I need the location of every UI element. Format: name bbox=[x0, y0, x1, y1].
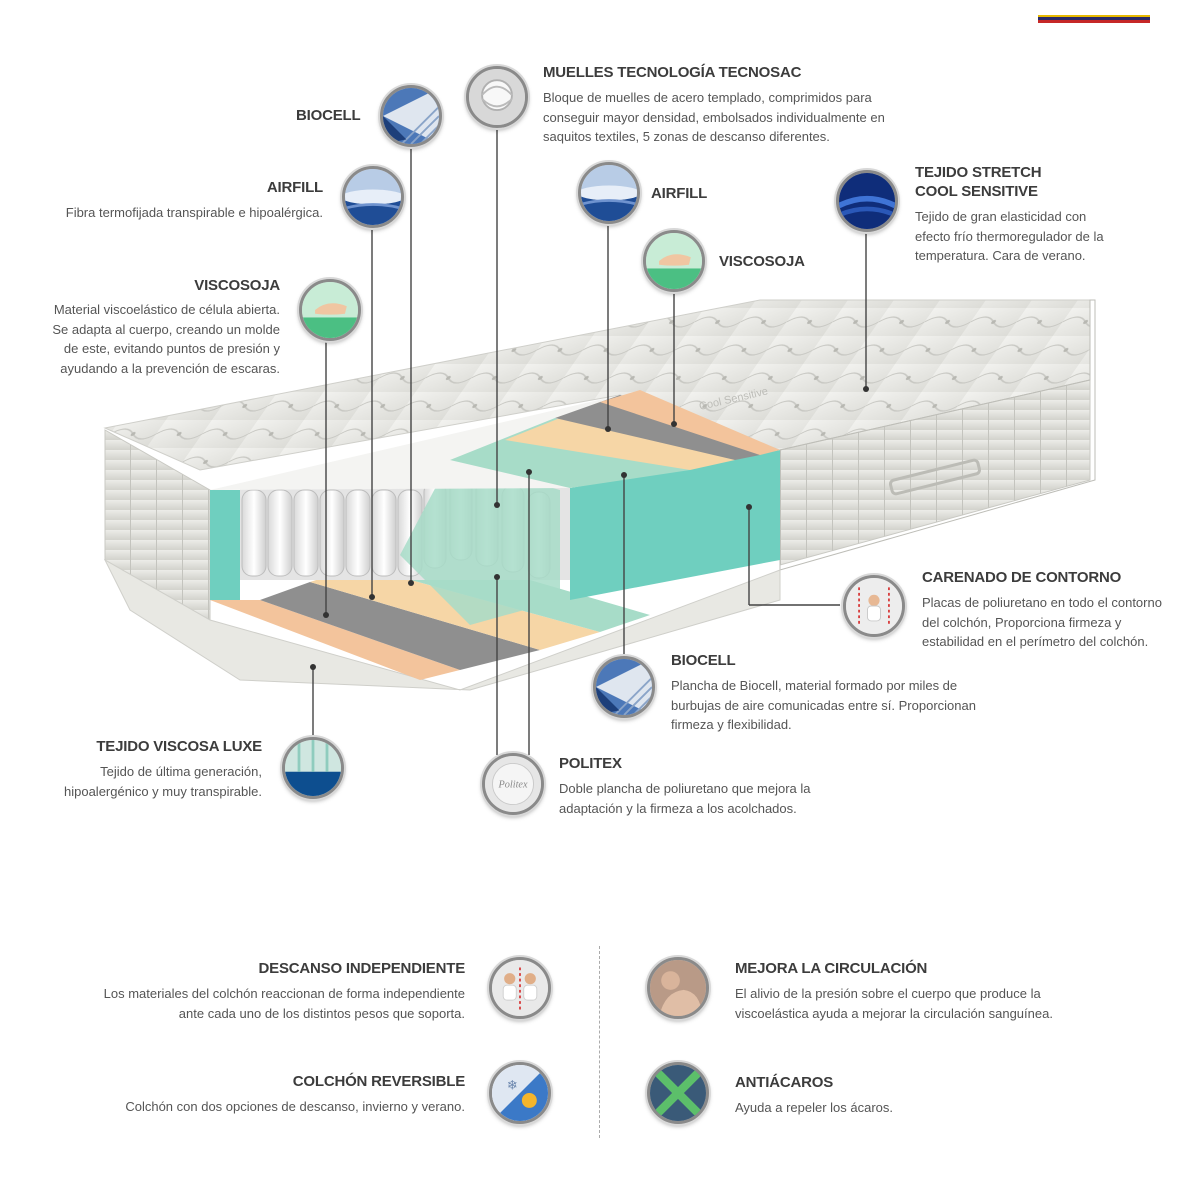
viscosoja-right-badge bbox=[643, 230, 705, 292]
mattress-illustration: Cool Sensitive bbox=[103, 299, 1096, 691]
airfill-right-badge bbox=[578, 162, 640, 224]
biocell-bottom-desc: Plancha de Biocell, material formado por… bbox=[671, 678, 976, 732]
tejido-viscosa-badge bbox=[282, 737, 344, 799]
airfill-right-title: AIRFILL bbox=[651, 185, 708, 202]
reversible-icon: ❄ bbox=[489, 1062, 551, 1124]
carenado-badge bbox=[843, 575, 905, 637]
politex-desc: Doble plancha de poliuretano que mejora … bbox=[559, 781, 811, 816]
layer-bottom-carenado bbox=[210, 600, 460, 680]
antiacaros-desc: Ayuda a repeler los ácaros. bbox=[735, 1100, 894, 1115]
airfill-left-badge bbox=[342, 166, 404, 228]
biocell-bottom-badge bbox=[593, 656, 655, 718]
muelles-desc: Bloque de muelles de acero templado, com… bbox=[543, 90, 885, 144]
svg-text:❄: ❄ bbox=[507, 1078, 518, 1093]
circulacion-desc: El alivio de la presión sobre el cuerpo … bbox=[735, 986, 1053, 1021]
antiacaros-title: ANTIÁCAROS bbox=[735, 1074, 833, 1091]
reversible-title: COLCHÓN REVERSIBLE bbox=[292, 1073, 465, 1090]
viscosoja-left-badge bbox=[299, 279, 361, 341]
carenado-desc: Placas de poliuretano en todo el contorn… bbox=[922, 595, 1162, 649]
muelles-title: MUELLES TECNOLOGÍA TECNOSAC bbox=[543, 64, 802, 81]
politex-badge-text: Politex bbox=[497, 780, 527, 791]
politex-title: POLITEX bbox=[559, 755, 622, 772]
circulacion-title: MEJORA LA CIRCULACIÓN bbox=[735, 960, 928, 977]
airfill-left-title: AIRFILL bbox=[266, 179, 323, 196]
politex-badge: Politex bbox=[482, 753, 544, 815]
viscosoja-right-title: VISCOSOJA bbox=[719, 253, 805, 270]
descanso-icon bbox=[489, 957, 551, 1019]
leader-lines bbox=[310, 128, 869, 755]
airfill-left-desc: Fibra termofijada transpirable e hipoalé… bbox=[65, 205, 323, 220]
features-divider bbox=[599, 946, 600, 1138]
viscosoja-left-title: VISCOSOJA bbox=[194, 277, 280, 294]
biocell-top-badge bbox=[380, 85, 442, 147]
muelles-badge bbox=[466, 66, 528, 128]
descanso-desc: Los materiales del colchón reaccionan de… bbox=[103, 986, 465, 1021]
carenado-title: CARENADO DE CONTORNO bbox=[922, 569, 1122, 586]
brand-logo bbox=[1038, 15, 1150, 23]
descanso-title: DESCANSO INDEPENDIENTE bbox=[258, 960, 466, 977]
circulacion-icon bbox=[647, 957, 709, 1019]
antiacaros-icon bbox=[647, 1062, 709, 1124]
tejido-viscosa-title: TEJIDO VISCOSA LUXE bbox=[96, 738, 262, 755]
biocell-top-title: BIOCELL bbox=[296, 107, 361, 124]
biocell-bottom-title: BIOCELL bbox=[671, 652, 736, 669]
tejido-viscosa-desc: Tejido de última generación,hipoalergéni… bbox=[64, 764, 262, 799]
tejido-stretch-badge bbox=[836, 170, 898, 232]
reversible-desc: Colchón con dos opciones de descanso, in… bbox=[125, 1099, 465, 1114]
viscosoja-left-desc: Material viscoelástico de célula abierta… bbox=[52, 302, 280, 376]
